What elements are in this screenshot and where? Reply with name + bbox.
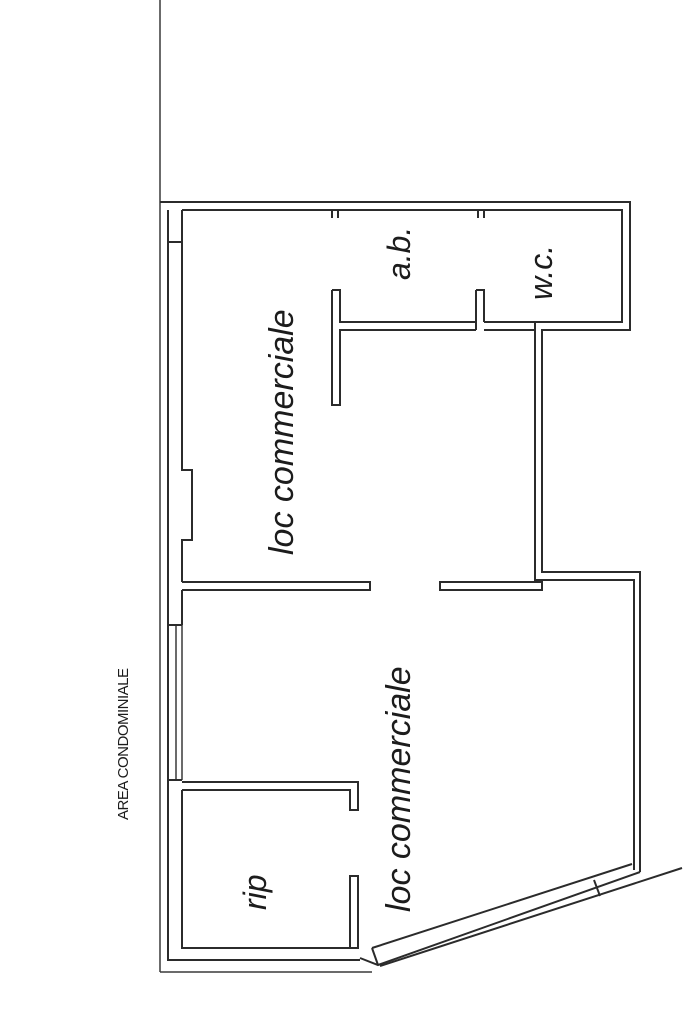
area-condominiale-label: AREA CONDOMINIALE	[115, 668, 132, 820]
partition-rip	[182, 781, 359, 949]
outer-walls	[160, 201, 683, 967]
partition-t-wall	[331, 210, 535, 406]
room-label-rip: rip	[237, 874, 273, 910]
partition-middle	[182, 581, 543, 591]
room-label-ab: a.b.	[381, 227, 417, 280]
room-label-wc: w.c.	[523, 245, 559, 300]
room-label-loc-lower: loc commerciale	[380, 666, 418, 912]
room-label-loc-upper: loc commerciale	[263, 309, 301, 555]
